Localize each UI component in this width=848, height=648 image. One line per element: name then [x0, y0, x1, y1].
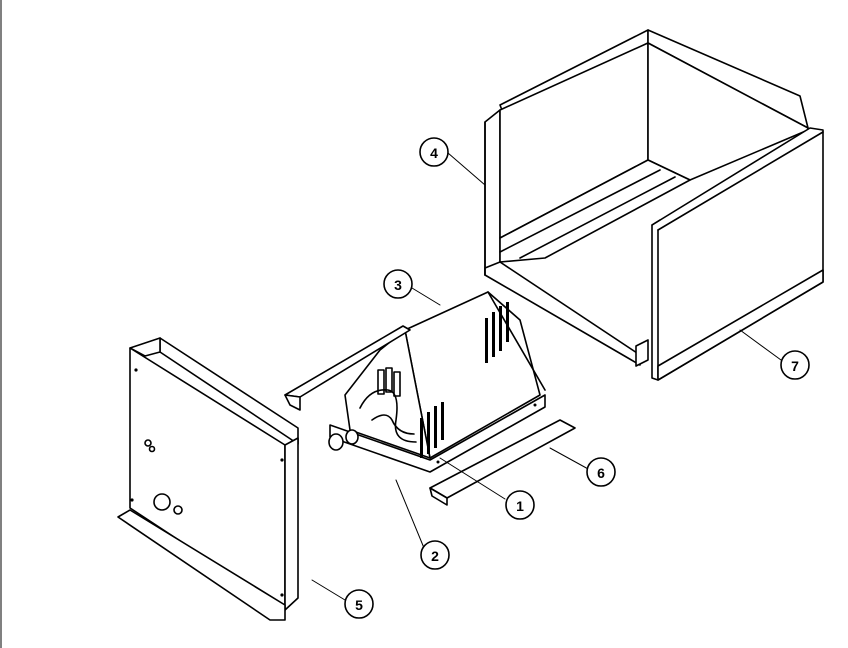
- svg-text:1: 1: [516, 498, 524, 514]
- callout-1: 1: [505, 490, 535, 520]
- svg-text:7: 7: [791, 358, 799, 374]
- callout-5: 5: [344, 589, 374, 619]
- left-rail-part: [284, 325, 411, 411]
- cabinet-part: [484, 29, 824, 381]
- coil-louvers: [420, 302, 509, 458]
- callout-4: 4: [419, 137, 449, 167]
- knockout-hole-large: [153, 493, 171, 511]
- drain-rail-part: [429, 419, 576, 506]
- coil-assembly-part: [328, 291, 546, 473]
- leader-lines: [311, 152, 782, 601]
- svg-text:3: 3: [394, 277, 402, 293]
- callout-3: 3: [383, 269, 413, 299]
- svg-text:5: 5: [355, 597, 363, 613]
- svg-text:4: 4: [430, 145, 438, 161]
- callout-7: 7: [780, 350, 810, 380]
- callout-2: 2: [420, 540, 450, 570]
- svg-text:2: 2: [431, 548, 439, 564]
- knockout-hole-small: [173, 505, 183, 515]
- callout-6: 6: [586, 457, 616, 487]
- svg-text:6: 6: [597, 465, 605, 481]
- front-panel-part: [117, 337, 299, 621]
